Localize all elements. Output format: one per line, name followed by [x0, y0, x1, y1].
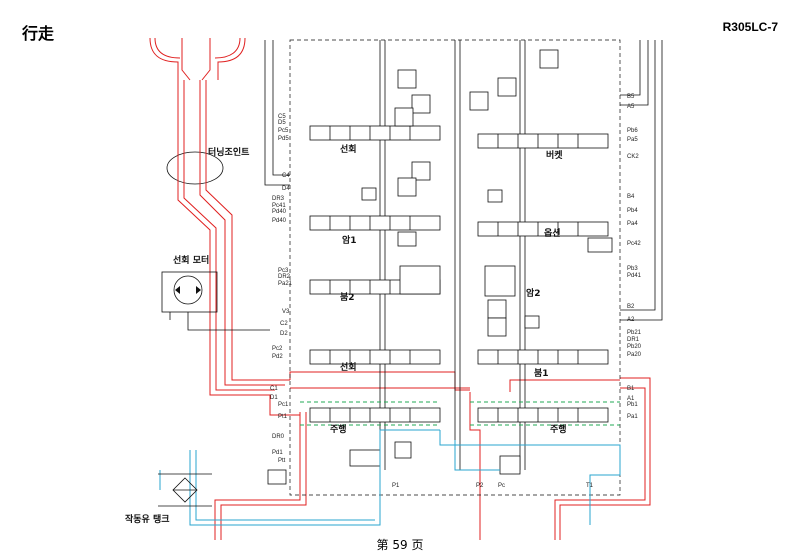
model-number: R305LC-7 [722, 20, 778, 34]
label-travel-right: 주행 [550, 423, 567, 435]
svg-text:Ptt: Ptt [278, 458, 286, 464]
page-number: 第 59 页 [376, 538, 424, 552]
svg-text:Pa21: Pa21 [278, 281, 293, 287]
svg-text:B1: B1 [627, 386, 635, 392]
svg-text:Pt1: Pt1 [278, 414, 288, 420]
svg-text:C1: C1 [270, 386, 278, 392]
svg-text:Pd1: Pd1 [272, 450, 283, 456]
label-swing-upper: 선회 [340, 143, 357, 155]
svg-text:CK2: CK2 [627, 154, 639, 160]
svg-text:Pc41: Pc41 [272, 203, 286, 209]
svg-text:Pb20: Pb20 [627, 344, 642, 350]
svg-text:Pd2: Pd2 [272, 354, 283, 360]
tank-label: 작동유 탱크 [125, 513, 170, 525]
svg-text:Pb1: Pb1 [627, 402, 638, 408]
svg-text:A2: A2 [627, 317, 635, 323]
svg-text:DR0: DR0 [272, 434, 285, 440]
svg-text:D4: D4 [282, 186, 290, 192]
svg-text:Pd40: Pd40 [272, 218, 287, 224]
svg-text:Pc: Pc [498, 483, 505, 489]
svg-text:Pb6: Pb6 [627, 128, 638, 134]
svg-text:Pd5: Pd5 [278, 136, 289, 142]
svg-text:Pa20: Pa20 [627, 352, 642, 358]
svg-text:B5: B5 [627, 94, 635, 100]
label-boom2: 붐2 [340, 292, 355, 303]
svg-text:Pb4: Pb4 [627, 208, 638, 214]
label-swing-lower: 선회 [340, 361, 357, 373]
svg-text:Pc3: Pc3 [278, 268, 289, 274]
svg-text:DR3: DR3 [272, 196, 285, 202]
svg-text:C4: C4 [282, 173, 290, 179]
svg-text:D2: D2 [280, 331, 288, 337]
swing-motor-label: 선회 모터 [173, 254, 209, 266]
hydraulic-tank: 작동유 탱크 [125, 473, 212, 525]
svg-text:B2: B2 [627, 304, 635, 310]
tank-return-lines [159, 429, 621, 526]
svg-text:Pd40: Pd40 [272, 209, 287, 215]
spool-sections [300, 125, 620, 426]
svg-text:A5: A5 [627, 104, 635, 110]
svg-text:Pb21: Pb21 [627, 330, 642, 336]
svg-text:C5: C5 [278, 114, 286, 120]
turning-joint: 터닝조인트 [166, 146, 250, 185]
port-labels-bottom: P1 P2 Pc T1 [392, 483, 594, 489]
turning-joint-label: 터닝조인트 [208, 146, 250, 158]
label-travel-left: 주행 [330, 423, 347, 435]
label-bucket: 버켓 [546, 149, 563, 161]
svg-text:Pc2: Pc2 [272, 346, 283, 352]
svg-text:DR1: DR1 [627, 337, 640, 343]
svg-text:B4: B4 [627, 194, 635, 200]
svg-text:P2: P2 [476, 483, 484, 489]
svg-text:C2: C2 [280, 321, 288, 327]
svg-text:Pd41: Pd41 [627, 273, 642, 279]
svg-text:T1: T1 [586, 483, 594, 489]
svg-text:Pa4: Pa4 [627, 221, 638, 227]
svg-text:P1: P1 [392, 483, 400, 489]
relief-valves [267, 49, 613, 485]
svg-text:Pc42: Pc42 [627, 241, 641, 247]
label-option: 옵션 [544, 227, 561, 239]
svg-text:Pa1: Pa1 [627, 414, 638, 420]
svg-text:Pc5: Pc5 [278, 128, 289, 134]
svg-text:Pb3: Pb3 [627, 266, 638, 272]
port-labels-right: B5 A5 Pb6 Pa5 CK2 B4 Pb4 Pa4 Pc42 Pb3 Pd… [627, 94, 642, 420]
main-control-valve [264, 39, 663, 496]
swing-motor: 선회 모터 [161, 254, 270, 331]
label-arm2: 암2 [526, 287, 541, 299]
svg-text:V3: V3 [282, 309, 290, 315]
svg-text:Pa5: Pa5 [627, 137, 638, 143]
svg-text:A1: A1 [627, 396, 635, 402]
svg-text:D5: D5 [278, 120, 286, 126]
svg-text:D1: D1 [270, 395, 278, 401]
top-red-loops [149, 37, 246, 81]
section-title: 行走 [22, 24, 55, 43]
svg-text:DR2: DR2 [278, 274, 291, 280]
label-boom1: 붐1 [534, 368, 549, 379]
svg-text:Pc1: Pc1 [278, 402, 289, 408]
label-arm1: 암1 [342, 234, 357, 246]
port-labels-left: C5 D5 Pc5 Pd5 C4 D4 DR3 Pc41 Pd40 Pd40 P… [270, 114, 293, 464]
section-labels: 선회 버켓 암1 옵션 붐2 암2 선회 붐1 주행 주행 [330, 143, 567, 435]
